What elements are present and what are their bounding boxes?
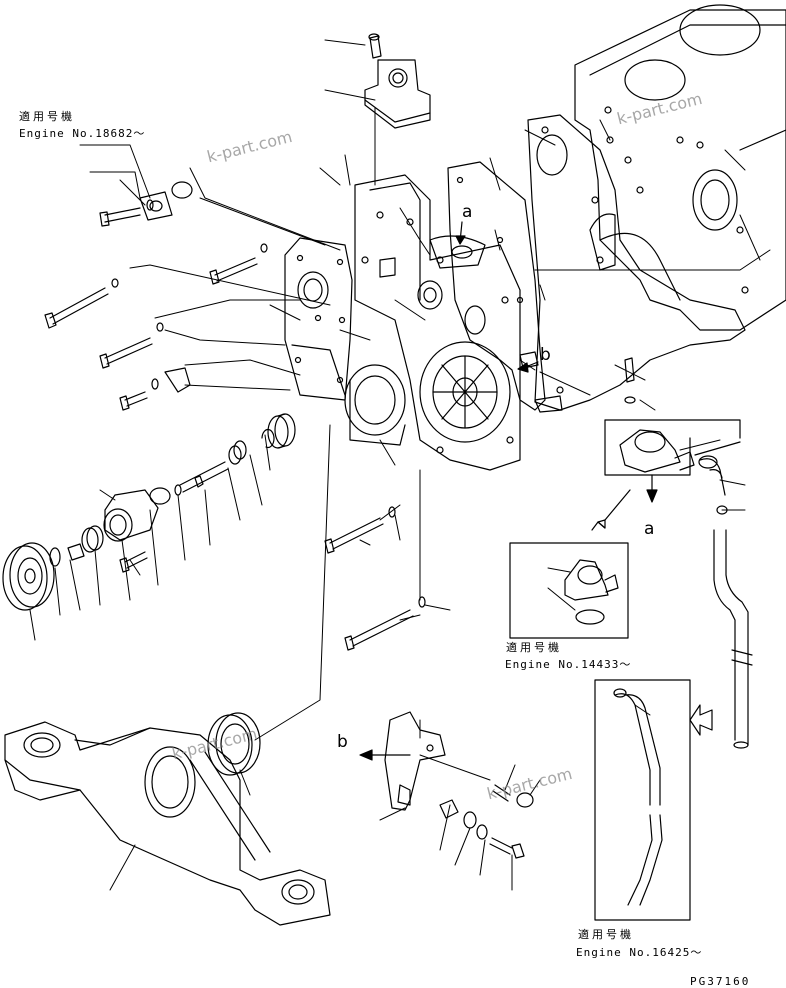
- engine-block: [574, 4, 786, 331]
- inset-16425: [594, 679, 713, 921]
- note-3-engine: Engine No.16425～: [576, 946, 703, 959]
- leader-lines: [29, 39, 771, 891]
- note-3-jp: 適用号機: [578, 928, 634, 941]
- engine-mount-bracket: [4, 721, 331, 926]
- top-bracket: [364, 33, 431, 129]
- note-1-engine: Engine No.18682～: [19, 127, 146, 140]
- timing-case: [354, 174, 521, 471]
- note-2-engine: Engine No.14433～: [505, 658, 632, 671]
- case-bolts: [324, 506, 426, 651]
- note-2-jp: 適用号機: [506, 641, 562, 654]
- timing-cover-gasket: [447, 161, 546, 411]
- marker-b-bottom: b: [337, 732, 348, 752]
- marker-b-right: b: [540, 345, 551, 365]
- marker-arrows: [359, 221, 539, 761]
- mount-seal: [207, 712, 261, 776]
- inset-14433: [509, 489, 631, 639]
- b-bracket-assembly: [384, 711, 534, 859]
- shaft-assembly: [2, 413, 296, 611]
- rear-gasket: [527, 114, 746, 411]
- marker-a-inset: a: [644, 519, 655, 539]
- marker-a-top: a: [462, 202, 473, 222]
- front-cover: [284, 237, 406, 446]
- note-1-jp: 適用号機: [19, 110, 75, 123]
- page-code: PG37160: [690, 975, 751, 988]
- hoses: [698, 455, 753, 749]
- inset-a: [604, 357, 741, 503]
- left-hardware: [44, 181, 268, 411]
- b-bracket-small: [519, 351, 563, 413]
